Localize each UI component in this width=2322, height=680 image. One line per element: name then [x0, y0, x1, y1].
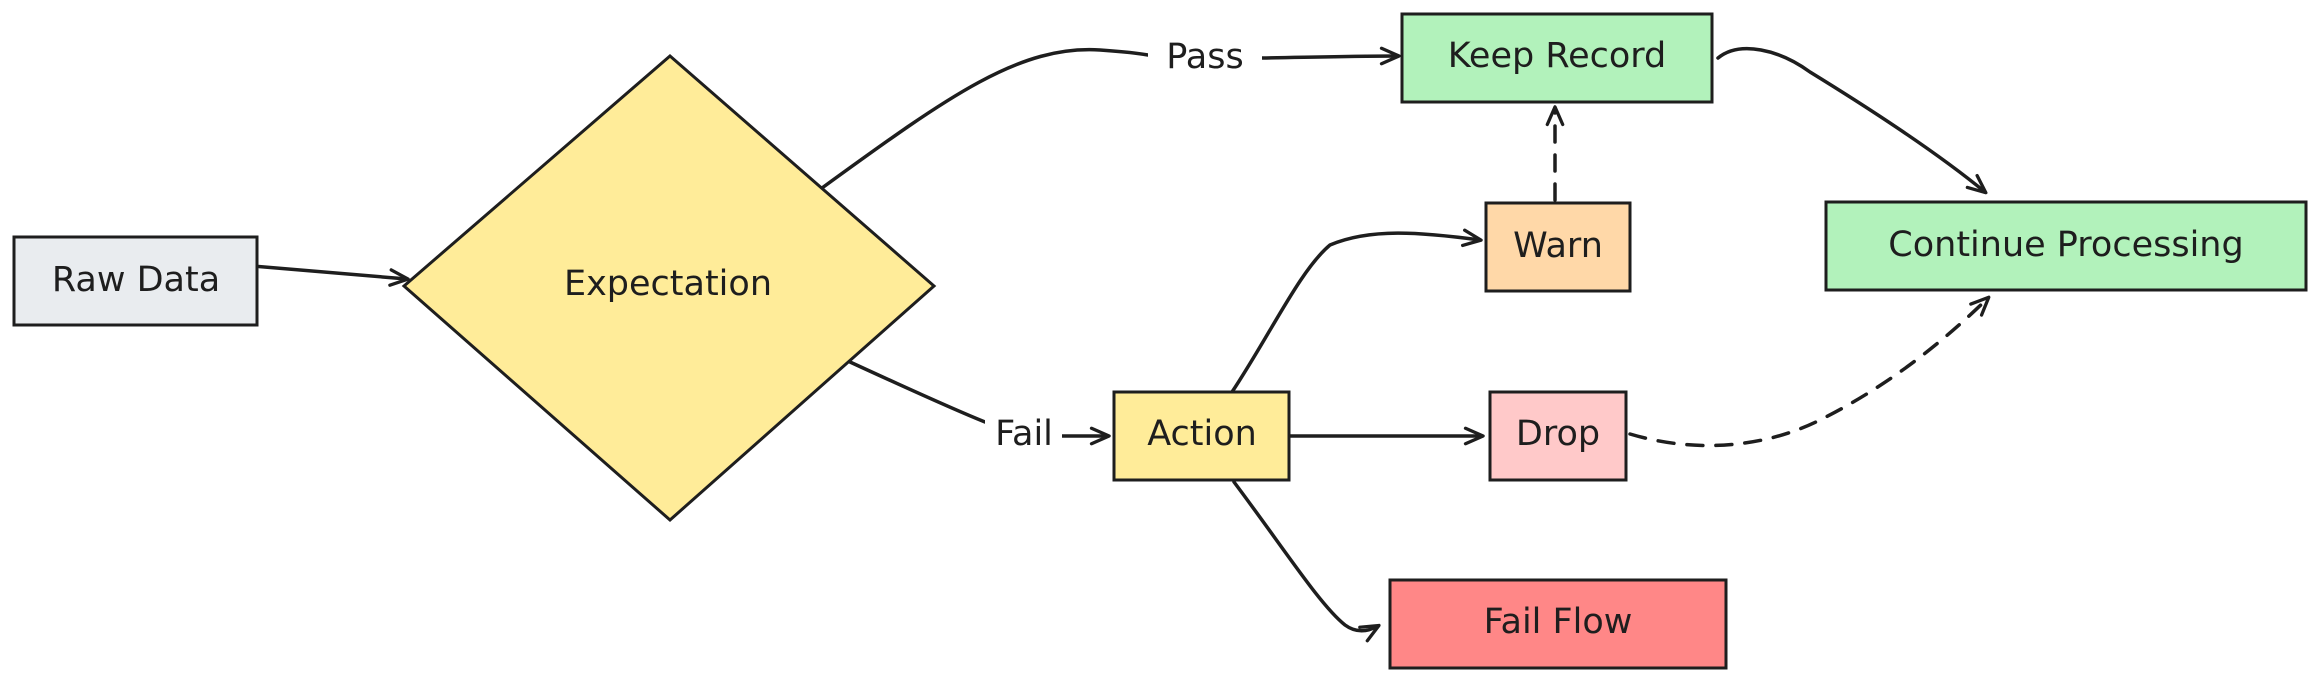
continue-processing-box [1824, 200, 2308, 292]
node-continue-processing[interactable]: Continue Processing [1824, 200, 2308, 292]
continue-processing-label: Continue Processing [1888, 225, 2243, 265]
edge-expectation-pass [820, 47, 1150, 190]
edge-raw-data-to-expectation [250, 264, 410, 287]
pass-label: Pass [1166, 37, 1243, 77]
expectation-diamond [401, 54, 937, 523]
node-action[interactable]: Action [1112, 390, 1291, 482]
drop-box [1488, 390, 1628, 482]
edge-action-to-fail-flow [1232, 480, 1381, 643]
edge-action-to-warn [1230, 228, 1483, 394]
fail-label-bg [985, 414, 1062, 458]
edge-keep-record-to-continue [1716, 46, 1988, 195]
fail-flow-box [1388, 578, 1728, 670]
fail-flow-label: Fail Flow [1484, 602, 1633, 642]
pass-label-bg [1148, 36, 1262, 80]
warn-box [1484, 201, 1632, 293]
node-fail-flow[interactable]: Fail Flow [1388, 578, 1728, 670]
node-keep-record[interactable]: Keep Record [1400, 12, 1714, 104]
node-raw-data[interactable]: Raw Data [12, 235, 259, 327]
keep-record-box [1400, 12, 1714, 104]
action-box [1112, 390, 1291, 482]
edge-drop-to-continue [1628, 295, 1991, 448]
edge-expectation-fail [848, 360, 987, 424]
action-label: Action [1147, 414, 1257, 454]
keep-record-label: Keep Record [1448, 36, 1667, 76]
node-expectation[interactable]: Expectation [401, 54, 937, 523]
drop-label: Drop [1516, 414, 1600, 454]
raw-data-box [12, 235, 259, 327]
edge-pass-to-keep-record [1260, 46, 1401, 66]
node-drop[interactable]: Drop [1488, 390, 1628, 482]
raw-data-label: Raw Data [52, 260, 220, 300]
expectation-label: Expectation [564, 264, 772, 304]
node-warn[interactable]: Warn [1484, 201, 1632, 293]
warn-label: Warn [1513, 226, 1603, 266]
fail-label: Fail [995, 414, 1053, 454]
